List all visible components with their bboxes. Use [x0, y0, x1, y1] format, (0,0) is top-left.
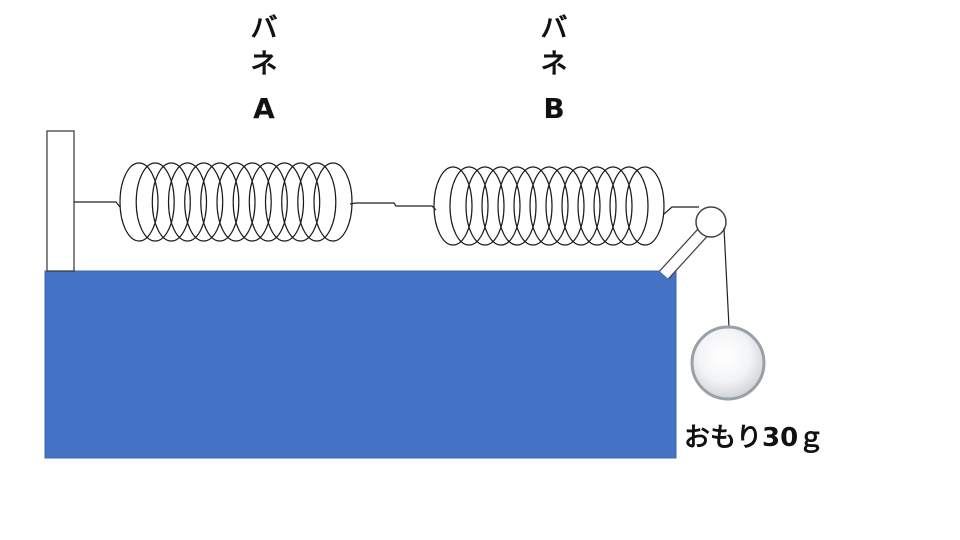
- spring-b-coil: [625, 166, 665, 246]
- spring-a-coil: [184, 162, 224, 242]
- pulley-arm: [659, 225, 710, 280]
- weight-label: おもり30ｇ: [684, 423, 824, 453]
- spring-b-label-line1: バ: [541, 13, 568, 44]
- pulley-wheel: [695, 206, 727, 238]
- spring-b-coil: [497, 166, 537, 246]
- spring-b-coil: [433, 166, 473, 246]
- spring-a-coil: [248, 162, 288, 242]
- spring-b-coil: [545, 166, 585, 246]
- spring-b: [433, 166, 665, 246]
- string-wall-to-spring-a: [74, 201, 121, 208]
- spring-b-label-letter: B: [543, 92, 564, 125]
- spring-a: [119, 162, 353, 242]
- spring-b-coil: [529, 166, 569, 246]
- table-block: [44, 270, 677, 459]
- spring-b-label-line2: ネ: [541, 49, 568, 80]
- string-b-to-pulley: [663, 206, 699, 215]
- spring-b-coil: [577, 166, 617, 246]
- spring-b-coil: [449, 166, 489, 246]
- spring-a-coil: [313, 162, 353, 242]
- spring-a-coil: [151, 162, 191, 242]
- string-pulley-to-weight: [723, 227, 730, 328]
- spring-b-coil: [561, 166, 601, 246]
- spring-a-coil: [216, 162, 256, 242]
- spring-a-label-line2: ネ: [251, 49, 278, 80]
- spring-a-label-line1: バ: [251, 13, 278, 44]
- spring-a-coil: [264, 162, 305, 242]
- spring-a-coil: [167, 162, 208, 242]
- spring-b-coil: [609, 166, 649, 246]
- spring-b-coil: [481, 166, 521, 246]
- spring-a-coil: [281, 162, 321, 242]
- spring-a-coil: [200, 162, 240, 242]
- spring-a-coil: [297, 162, 337, 242]
- spring-a-label-letter: A: [253, 92, 275, 125]
- spring-a-coil: [135, 162, 175, 242]
- spring-a-coil: [119, 162, 159, 242]
- spring-a-coil: [232, 162, 272, 242]
- weight-ball: [690, 325, 766, 401]
- spring-b-coil: [465, 166, 505, 246]
- spring-b-coil: [593, 166, 633, 246]
- string-a-to-b: [349, 202, 437, 211]
- wall-post: [46, 130, 75, 272]
- spring-b-coil: [513, 166, 553, 246]
